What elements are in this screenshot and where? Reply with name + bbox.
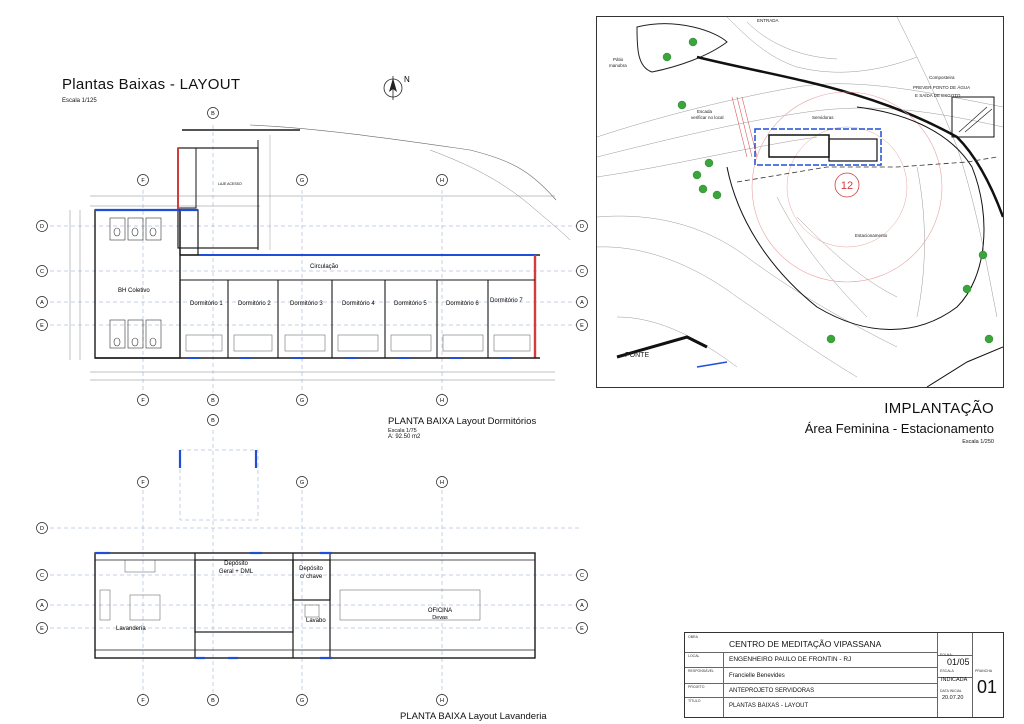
site-label-composteira: Composteira [929,75,955,80]
axis-label: E [580,323,584,329]
tb-local: ENGENHEIRO PAULO DE FRONTIN - RJ [729,656,852,663]
room-label-bh: BH Coletivo [118,288,150,294]
room-label-devas: Devas [432,615,448,621]
room-label-deposito-1b: Geral + DML [219,569,254,575]
axis-label: B [211,698,215,704]
dormitorios-plan-area: A: 92.50 m2 [388,434,421,440]
axis-label: A [580,603,584,609]
tb-escala: INDICADA [941,677,968,683]
room-label-d1: Dormitório 1 [190,301,223,307]
room-label-laje: LAJE ACESSO [218,182,242,186]
site-plan-drawing: 12 ENTRADA Pátio manobra Escada verifica… [596,16,1004,388]
title-block: OBRA CENTRO DE MEDITAÇÃO VIPASSANA LOCAL… [684,632,1004,718]
tb-prancha-label: PRANCHA [975,669,993,673]
room-label-circulacao: Circulação [310,264,339,270]
site-label-entrada: ENTRADA [757,18,779,23]
tb-resp: Francielle Benevides [729,673,785,679]
site-label-servidoras: Servidoras [812,115,834,120]
tb-folha-label: FOLHA: [940,653,953,657]
north-label: N [404,75,410,84]
room-label-d6: Dormitório 6 [446,301,479,307]
room-label-lavanderia: Lavanderia [116,626,146,632]
room-label-d3: Dormitório 3 [290,301,323,307]
axis-label: D [40,526,44,532]
site-label-patio-1: Pátio [613,57,624,62]
axis-label: H [440,480,444,486]
room-label-d5: Dormitório 5 [394,301,427,307]
site-scale: Escala 1/250 [962,439,994,445]
axis-label: E [580,626,584,632]
axis-label: A [40,300,44,306]
site-label-patio-2: manobra [609,63,627,68]
tb-projeto: ANTEPROJETO SERVIDORAS [729,688,815,694]
sheet-scale: Escala 1/125 [62,98,97,104]
site-label-ponte: PONTE [625,352,649,359]
axis-label: F [141,178,145,184]
axis-label: G [300,480,304,486]
floor-plans-drawing: LAJE ACESSO BH Coletivo Circulação [36,107,588,706]
room-label-lavabo: Lavabo [306,618,326,624]
tb-resp-label: RESPONSÁVEL [688,669,715,673]
site-marker-number: 12 [841,180,853,192]
axis-label: B [211,111,215,117]
axis-label: E [40,323,44,329]
room-label-deposito-1a: Depósito [224,561,248,567]
axis-label: B [211,398,215,404]
axis-label: H [440,178,444,184]
site-label-estacionamento: Estacionamento [855,233,888,238]
tb-obra: CENTRO DE MEDITAÇÃO VIPASSANA [729,639,882,649]
room-label-deposito-2b: c/ chave [300,574,323,580]
axis-label: H [440,398,444,404]
axis-label: B [211,418,215,424]
tb-titulo-label: TÍTULO [688,699,701,703]
tb-data-label: DATA INICIAL [940,689,962,693]
tb-projeto-label: PROJETO [688,685,705,689]
room-label-d4: Dormitório 4 [342,301,375,307]
site-title: IMPLANTAÇÃO [884,400,994,417]
axis-label: F [141,480,145,486]
site-label-composteira-2: PREVER PONTO DE ÁGUA [913,84,970,90]
north-arrow-icon: N [383,75,410,100]
axis-label: A [580,300,584,306]
axis-label: F [141,398,145,404]
tb-obra-label: OBRA [688,635,698,639]
lavanderia-plan-title: PLANTA BAIXA Layout Lavanderia [400,711,547,722]
dormitorios-plan-scale: Escala 1/75 [388,428,417,434]
site-label-escada-2: verificar no local [691,115,724,120]
room-label-d2: Dormitório 2 [238,301,271,307]
axis-label: F [141,698,145,704]
axis-label: G [300,398,304,404]
axis-label: E [40,626,44,632]
tb-titulo: PLANTAS BAIXAS - LAYOUT [729,703,809,709]
axis-label: H [440,698,444,704]
axis-label: A [40,603,44,609]
tb-escala-label: ESCALA [940,669,954,673]
site-label-composteira-3: E SAÍDA DE ESGOTO [915,92,961,98]
site-subtitle: Área Feminina - Estacionamento [804,421,994,436]
axis-label: D [580,224,584,230]
tb-prancha: 01 [977,677,998,697]
sheet-title: Plantas Baixas - LAYOUT [62,76,241,93]
tb-data: 20.07.20 [942,695,964,701]
room-label-oficina: OFICINA [428,608,452,614]
axis-label: D [40,224,44,230]
axis-label: C [580,269,584,275]
axis-label: C [40,573,44,579]
tb-folha: 01/05 [947,657,970,667]
tb-local-label: LOCAL [688,654,700,658]
axis-label: C [580,573,584,579]
dormitorios-plan-title: PLANTA BAIXA Layout Dormitórios [388,416,537,427]
axis-label: G [300,178,304,184]
site-label-escada-1: Escada [697,109,713,114]
room-label-deposito-2a: Depósito [299,566,323,572]
axis-label: C [40,269,44,275]
axis-label: G [300,698,304,704]
room-label-d7: Dormitório 7 [490,298,523,304]
